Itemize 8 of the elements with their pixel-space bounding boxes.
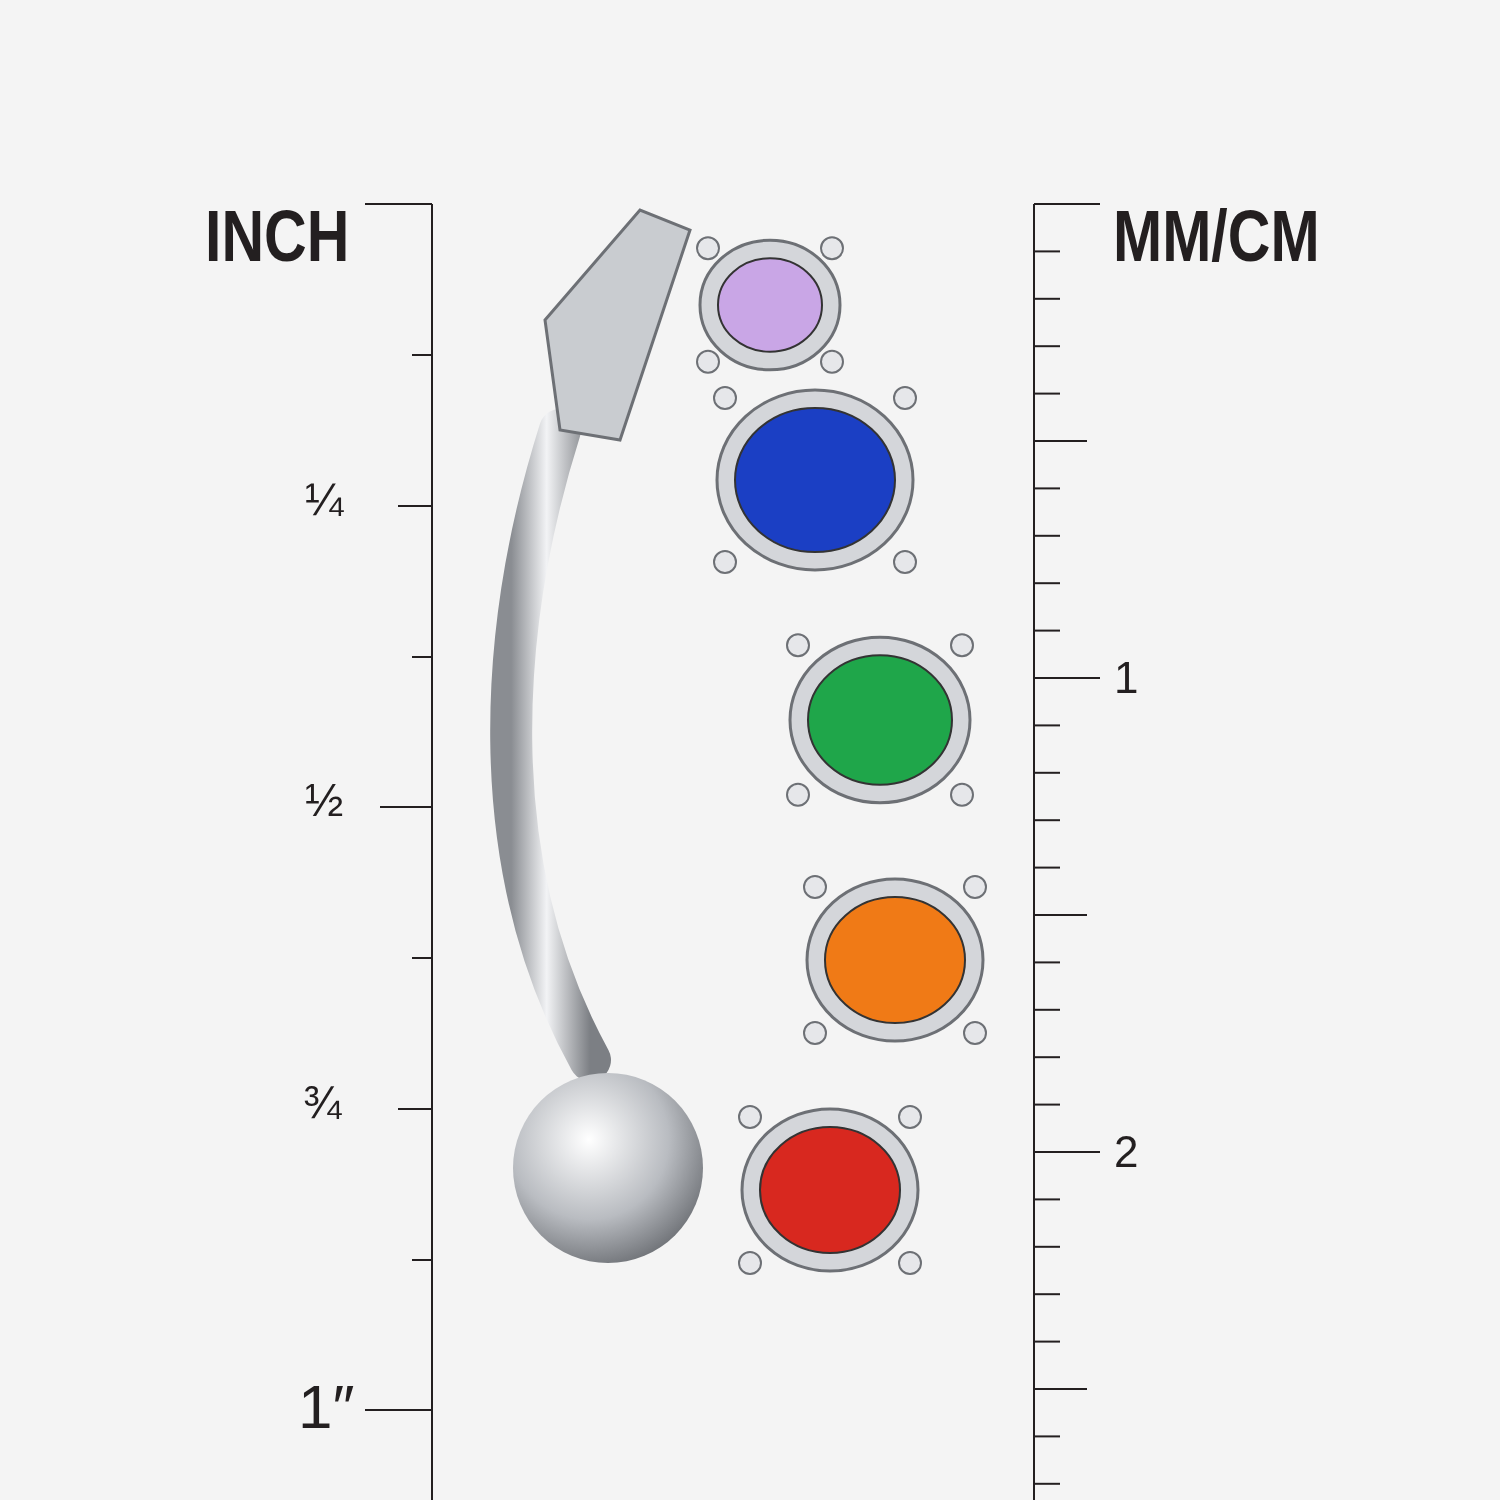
tick-label: ½	[305, 777, 344, 823]
scale-unit-label: INCH	[205, 200, 350, 272]
tick-label: 1	[1114, 656, 1139, 700]
scale-unit-label: MM/CM	[1113, 200, 1320, 272]
tick-label: 2	[1114, 1130, 1139, 1174]
tick-label: 1″	[298, 1376, 355, 1438]
tick-label: ¼	[305, 476, 344, 522]
tick-label: ¾	[303, 1079, 342, 1125]
